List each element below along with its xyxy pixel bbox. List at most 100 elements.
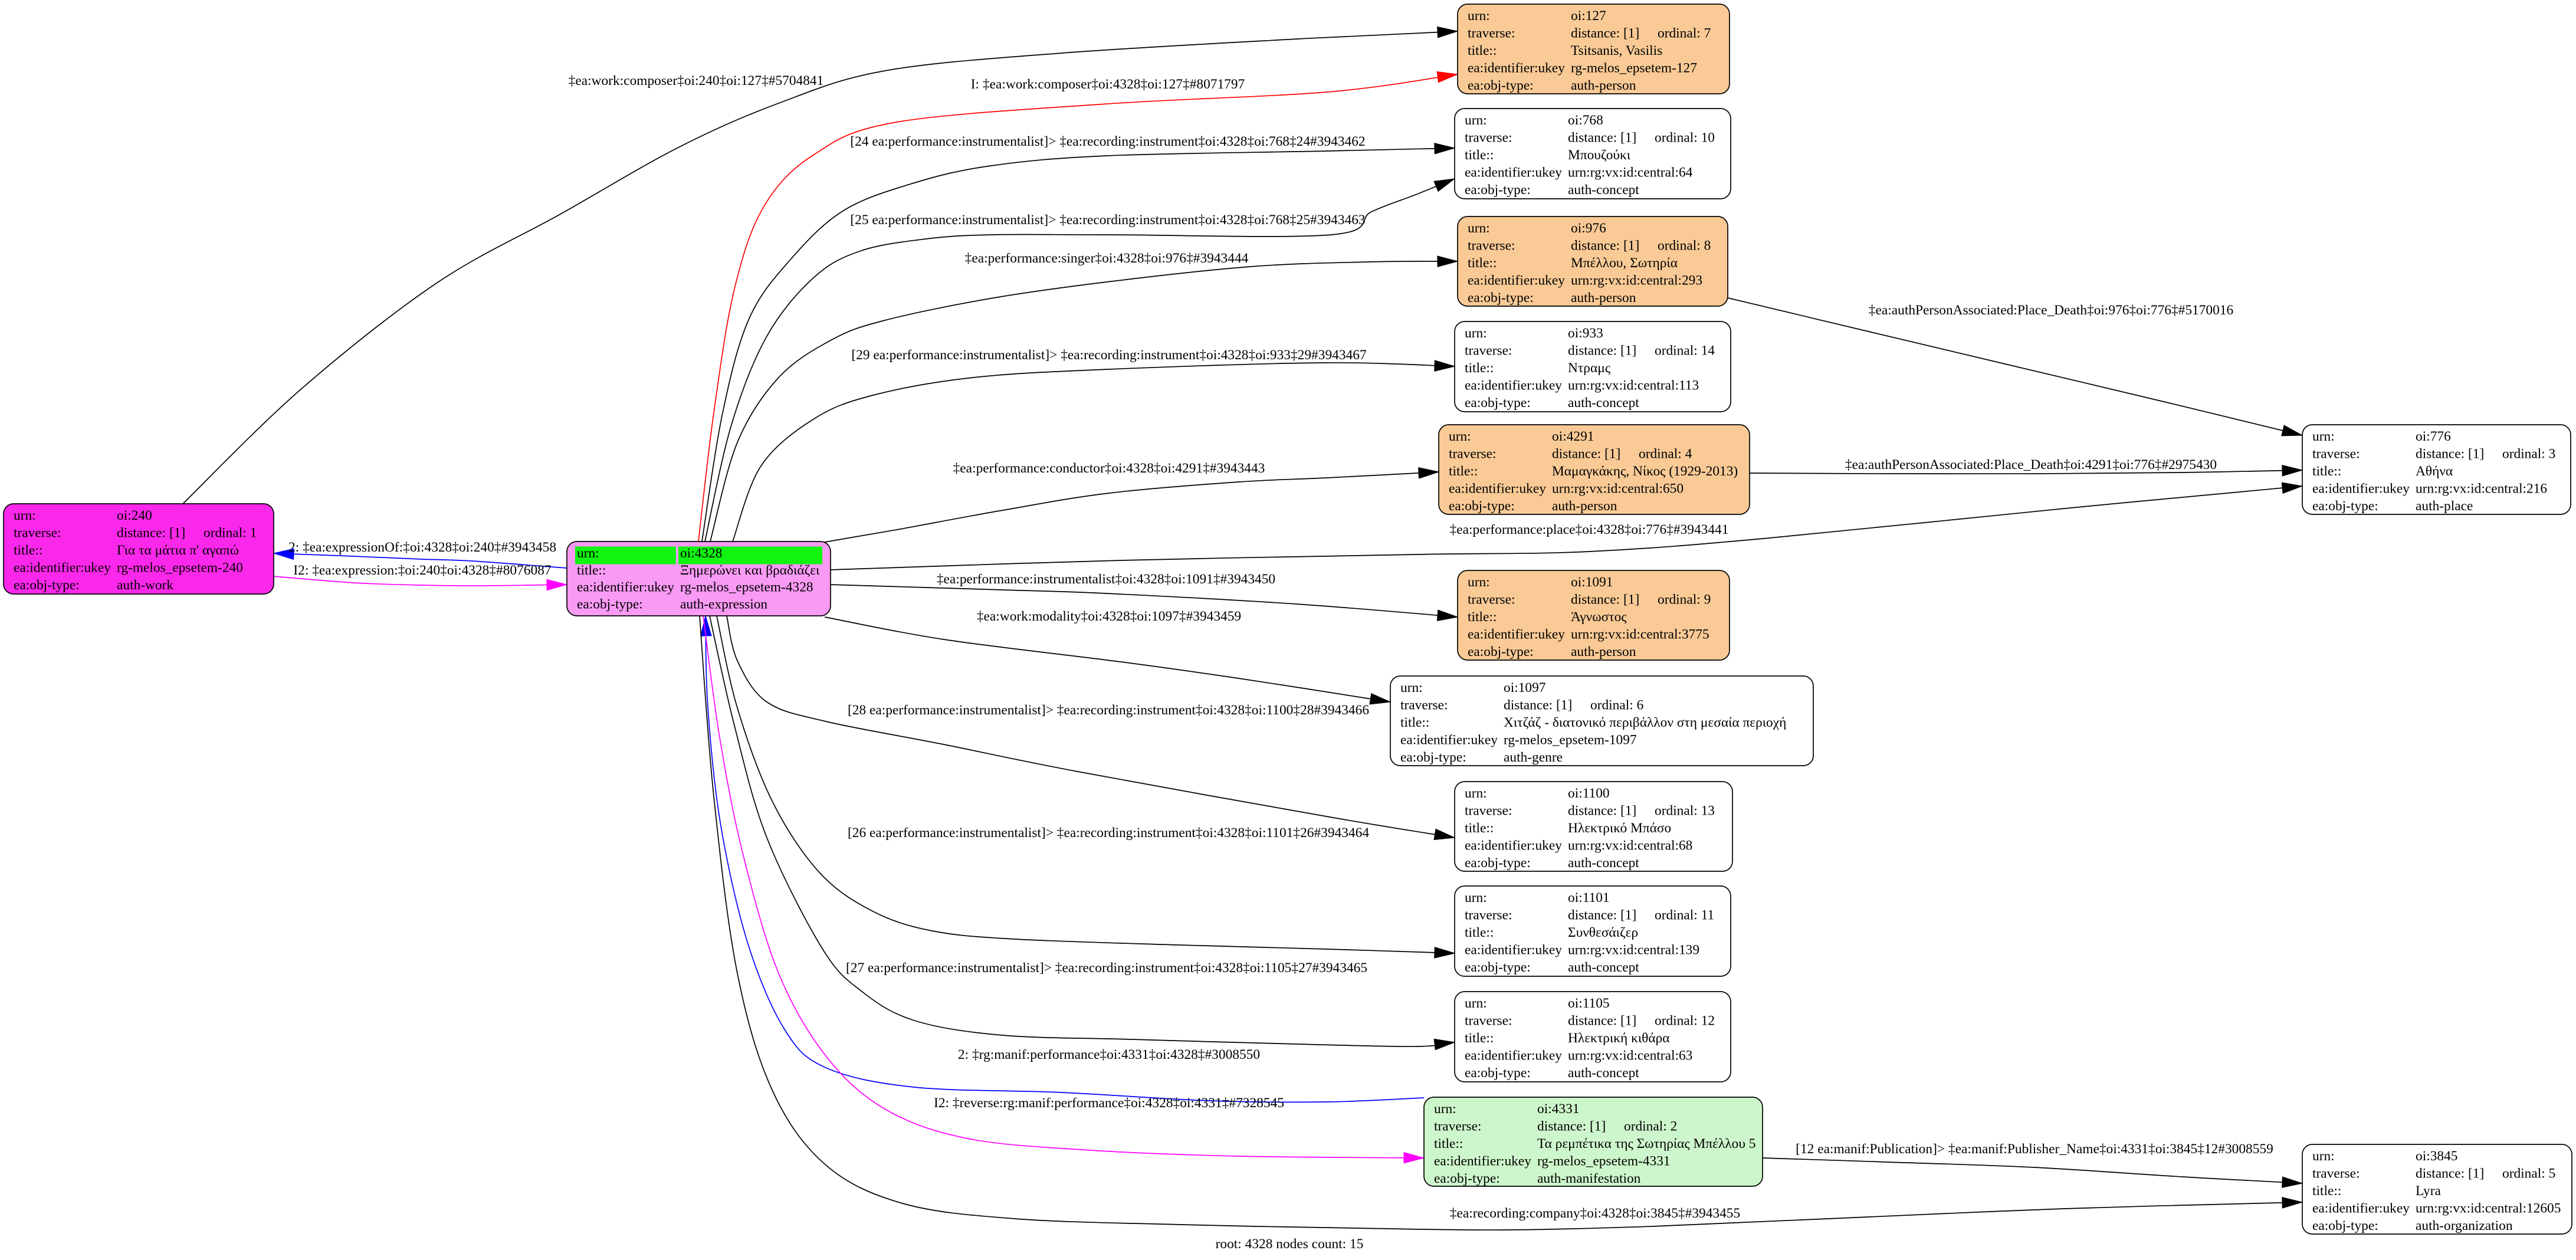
svg-text:urn:rg:vx:id:central:12605: urn:rg:vx:id:central:12605 <box>2416 1201 2561 1216</box>
svg-text:auth-manifestation: auth-manifestation <box>1537 1171 1641 1186</box>
svg-text:Τα ρεμπέτικα της Σωτηρίας Μπέλ: Τα ρεμπέτικα της Σωτηρίας Μπέλλου 5 <box>1537 1136 1755 1151</box>
svg-text:urn:: urn: <box>1465 786 1487 801</box>
svg-text:Χιτζάζ - διατονικό περιβάλλον: Χιτζάζ - διατονικό περιβάλλον στη μεσαία… <box>1504 715 1786 730</box>
svg-text:title::: title:: <box>1400 715 1429 730</box>
svg-text:ea:identifier:ukey: ea:identifier:ukey <box>2312 481 2410 497</box>
svg-text:oi:933: oi:933 <box>1568 326 1603 341</box>
svg-text:oi:1101: oi:1101 <box>1568 890 1610 905</box>
svg-text:oi:1105: oi:1105 <box>1568 996 1610 1011</box>
svg-text:[27 ea:performance:instrumenta: [27 ea:performance:instrumentalist]> ‡ea… <box>846 960 1367 976</box>
svg-text:auth-concept: auth-concept <box>1568 182 1639 198</box>
svg-text:Άγνωστος: Άγνωστος <box>1571 609 1627 625</box>
svg-text:urn:rg:vx:id:central:3775: urn:rg:vx:id:central:3775 <box>1571 627 1709 642</box>
svg-text:auth-organization: auth-organization <box>2416 1218 2513 1233</box>
svg-text:urn:: urn: <box>1465 996 1487 1011</box>
svg-text:urn:: urn: <box>1468 221 1490 236</box>
svg-text:auth-place: auth-place <box>2416 498 2473 514</box>
svg-text:distance: [1]: distance: [1] <box>2416 1166 2484 1182</box>
svg-text:‡ea:work:composer‡oi:240‡oi:12: ‡ea:work:composer‡oi:240‡oi:127‡#5704841 <box>569 73 824 88</box>
svg-text:title::: title:: <box>1449 464 1478 479</box>
svg-text:urn:: urn: <box>1434 1101 1456 1117</box>
svg-text:oi:1091: oi:1091 <box>1571 575 1613 590</box>
svg-text:oi:1100: oi:1100 <box>1568 786 1610 801</box>
svg-text:ea:obj-type:: ea:obj-type: <box>1400 750 1466 765</box>
svg-text:ordinal: 3: ordinal: 3 <box>2502 447 2555 462</box>
svg-text:ordinal: 9: ordinal: 9 <box>1658 592 1711 608</box>
svg-text:ea:identifier:ukey: ea:identifier:ukey <box>1465 165 1562 181</box>
svg-text:rg-melos_epsetem-127: rg-melos_epsetem-127 <box>1571 61 1697 76</box>
svg-text:oi:976: oi:976 <box>1571 221 1606 236</box>
svg-text:urn:: urn: <box>2312 429 2335 444</box>
svg-text:ea:obj-type:: ea:obj-type: <box>1468 78 1534 93</box>
svg-text:auth-concept: auth-concept <box>1568 960 1639 975</box>
svg-text:I2: ‡reverse:rg:manif:performa: I2: ‡reverse:rg:manif:performance‡oi:432… <box>934 1095 1284 1111</box>
svg-text:auth-concept: auth-concept <box>1568 1065 1639 1081</box>
svg-text:[29 ea:performance:instrumenta: [29 ea:performance:instrumentalist]> ‡ea… <box>851 347 1367 363</box>
svg-text:ordinal: 2: ordinal: 2 <box>1624 1119 1677 1134</box>
svg-text:oi:127: oi:127 <box>1571 8 1606 24</box>
svg-text:I2: ‡ea:expression:‡oi:240‡oi:: I2: ‡ea:expression:‡oi:240‡oi:4328‡#8076… <box>293 563 552 578</box>
svg-text:[12 ea:manif:Publication]> ‡ea: [12 ea:manif:Publication]> ‡ea:manif:Pub… <box>1796 1141 2273 1157</box>
svg-text:oi:4328: oi:4328 <box>680 546 722 561</box>
svg-text:ordinal: 13: ordinal: 13 <box>1655 803 1715 819</box>
svg-text:ordinal: 12: ordinal: 12 <box>1655 1013 1715 1029</box>
svg-text:distance: [1]: distance: [1] <box>1504 698 1572 713</box>
svg-text:oi:4291: oi:4291 <box>1552 429 1594 444</box>
svg-text:ea:identifier:ukey: ea:identifier:ukey <box>1465 838 1562 854</box>
svg-text:urn:: urn: <box>1400 680 1423 695</box>
svg-text:oi:3845: oi:3845 <box>2416 1149 2457 1164</box>
svg-text:distance: [1]: distance: [1] <box>1568 130 1636 146</box>
svg-text:auth-concept: auth-concept <box>1568 395 1639 411</box>
svg-text:distance: [1]: distance: [1] <box>1552 447 1620 462</box>
svg-text:urn:: urn: <box>1468 8 1490 24</box>
svg-text:ordinal: 7: ordinal: 7 <box>1658 26 1711 41</box>
svg-text:urn:rg:vx:id:central:68: urn:rg:vx:id:central:68 <box>1568 838 1692 854</box>
svg-text:traverse:: traverse: <box>2312 447 2360 462</box>
svg-text:oi:240: oi:240 <box>117 508 152 523</box>
svg-text:distance: [1]: distance: [1] <box>1568 1013 1636 1029</box>
svg-text:I: ‡ea:work:composer‡oi:4328‡o: I: ‡ea:work:composer‡oi:4328‡oi:127‡#807… <box>971 77 1245 92</box>
svg-text:ea:obj-type:: ea:obj-type: <box>2312 498 2378 514</box>
svg-text:traverse:: traverse: <box>1400 698 1448 713</box>
svg-text:ea:identifier:ukey: ea:identifier:ukey <box>1434 1154 1531 1169</box>
svg-text:urn:rg:vx:id:central:113: urn:rg:vx:id:central:113 <box>1568 378 1699 393</box>
svg-text:title::: title:: <box>1468 43 1497 58</box>
svg-text:ordinal: 14: ordinal: 14 <box>1655 343 1715 359</box>
svg-text:urn:rg:vx:id:central:63: urn:rg:vx:id:central:63 <box>1568 1048 1692 1064</box>
svg-text:title::: title:: <box>2312 1183 2341 1199</box>
svg-text:[25 ea:performance:instrumenta: [25 ea:performance:instrumentalist]> ‡ea… <box>850 212 1365 228</box>
svg-text:root: 4328 nodes count: 15: root: 4328 nodes count: 15 <box>1216 1236 1364 1252</box>
svg-text:distance: [1]: distance: [1] <box>2416 447 2484 462</box>
svg-text:ea:obj-type:: ea:obj-type: <box>1465 182 1531 198</box>
svg-text:Ντραμς: Ντραμς <box>1568 360 1611 376</box>
svg-text:title::: title:: <box>1465 147 1494 163</box>
svg-text:oi:768: oi:768 <box>1568 113 1603 128</box>
svg-text:[26 ea:performance:instrumenta: [26 ea:performance:instrumentalist]> ‡ea… <box>848 825 1369 841</box>
svg-text:auth-person: auth-person <box>1552 498 1617 514</box>
svg-text:auth-person: auth-person <box>1571 644 1636 659</box>
svg-text:urn:: urn: <box>1465 890 1487 905</box>
svg-text:ea:obj-type:: ea:obj-type: <box>1468 644 1534 659</box>
svg-text:traverse:: traverse: <box>1465 908 1512 923</box>
svg-text:ea:obj-type:: ea:obj-type: <box>1465 960 1531 975</box>
svg-text:oi:1097: oi:1097 <box>1504 680 1546 695</box>
svg-text:ea:identifier:ukey: ea:identifier:ukey <box>1465 1048 1562 1064</box>
svg-text:title::: title:: <box>1465 360 1494 376</box>
svg-text:urn:rg:vx:id:central:64: urn:rg:vx:id:central:64 <box>1568 165 1693 181</box>
svg-text:title::: title:: <box>1465 925 1494 940</box>
svg-text:ordinal: 4: ordinal: 4 <box>1639 447 1692 462</box>
svg-text:urn:: urn: <box>14 508 36 523</box>
svg-text:oi:776: oi:776 <box>2416 429 2451 444</box>
svg-text:Tsitsanis, Vasilis: Tsitsanis, Vasilis <box>1571 43 1662 58</box>
svg-text:ordinal: 5: ordinal: 5 <box>2502 1166 2555 1182</box>
svg-text:distance: [1]: distance: [1] <box>1568 908 1636 923</box>
svg-text:ea:obj-type:: ea:obj-type: <box>1465 855 1531 871</box>
svg-text:ea:obj-type:: ea:obj-type: <box>14 578 80 593</box>
svg-text:distance: [1]: distance: [1] <box>1568 343 1636 359</box>
svg-text:rg-melos_epsetem-4331: rg-melos_epsetem-4331 <box>1537 1154 1671 1169</box>
svg-text:auth-concept: auth-concept <box>1568 855 1639 871</box>
svg-text:traverse:: traverse: <box>2312 1166 2360 1182</box>
svg-text:rg-melos_epsetem-4328: rg-melos_epsetem-4328 <box>680 580 813 595</box>
svg-text:ea:obj-type:: ea:obj-type: <box>2312 1218 2378 1233</box>
svg-text:title::: title:: <box>2312 464 2341 479</box>
